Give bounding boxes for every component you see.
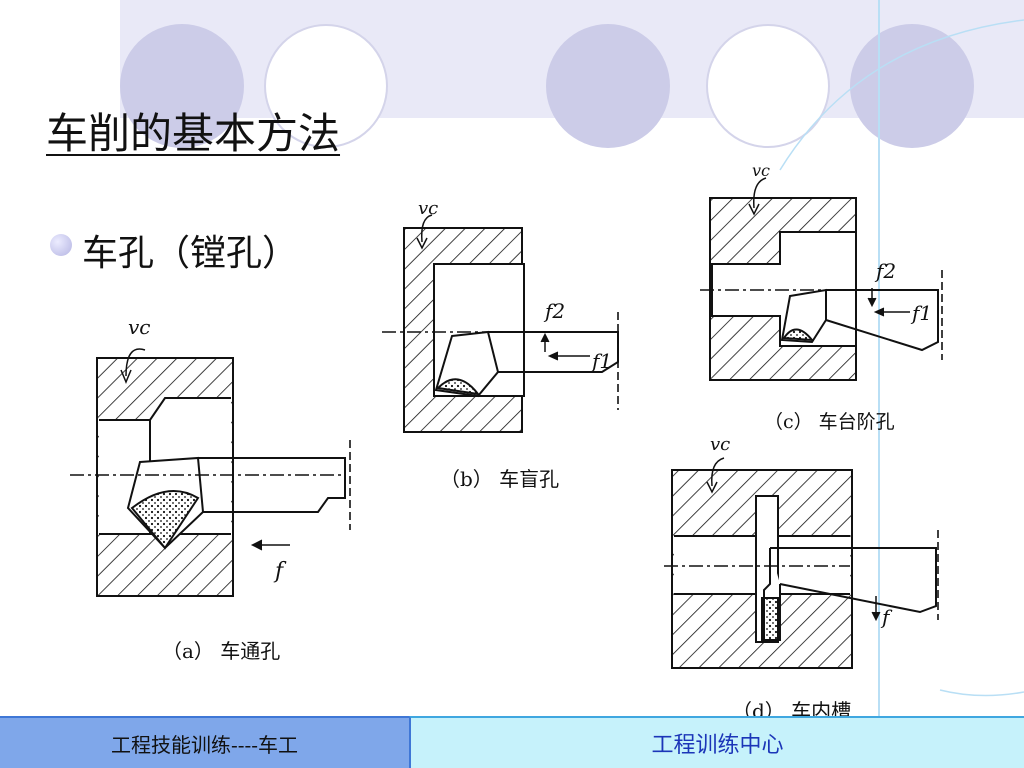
workpiece-b bbox=[403, 227, 525, 433]
deco-circle-2 bbox=[264, 24, 388, 148]
label-b-f1: f1 bbox=[590, 349, 612, 373]
deco-vline-1 bbox=[878, 0, 880, 716]
label-c-f2: f2 bbox=[874, 259, 896, 283]
caption-b: （b） 车盲孔 bbox=[440, 467, 559, 491]
label-c-f1: f1 bbox=[910, 301, 932, 325]
label-a-vc: vc bbox=[128, 315, 151, 339]
footer-center-name: 工程训练中心 bbox=[409, 716, 1024, 768]
boring-bar-a bbox=[70, 440, 351, 550]
label-d-vc: vc bbox=[710, 434, 730, 455]
bullet-dot-icon bbox=[50, 234, 72, 256]
deco-circle-3 bbox=[546, 24, 670, 148]
deco-circle-4 bbox=[706, 24, 830, 148]
label-c-vc: vc bbox=[752, 161, 770, 180]
boring-bar-d bbox=[664, 530, 939, 641]
caption-a: （a） 车通孔 bbox=[162, 639, 280, 663]
boring-bar-c bbox=[700, 270, 943, 360]
caption-c: （c） 车台阶孔 bbox=[764, 411, 895, 433]
footer-course-name: 工程技能训练----车工 bbox=[0, 716, 409, 768]
deco-circle-1 bbox=[120, 24, 244, 148]
boring-bar-b bbox=[382, 312, 619, 410]
figure-b bbox=[382, 214, 619, 433]
slide-title: 车削的基本方法 bbox=[46, 109, 341, 158]
label-b-f2: f2 bbox=[543, 299, 565, 323]
bullet-text: 车孔（镗孔） bbox=[82, 233, 299, 274]
label-d-f: f bbox=[880, 605, 893, 629]
figure-a bbox=[70, 348, 351, 597]
label-a-f: f bbox=[273, 559, 287, 584]
figure-c bbox=[700, 177, 943, 381]
figure-d bbox=[664, 457, 939, 669]
footer: 工程技能训练----车工 工程训练中心 bbox=[0, 716, 1024, 768]
deco-circle-5 bbox=[850, 24, 974, 148]
label-b-vc: vc bbox=[418, 198, 438, 219]
